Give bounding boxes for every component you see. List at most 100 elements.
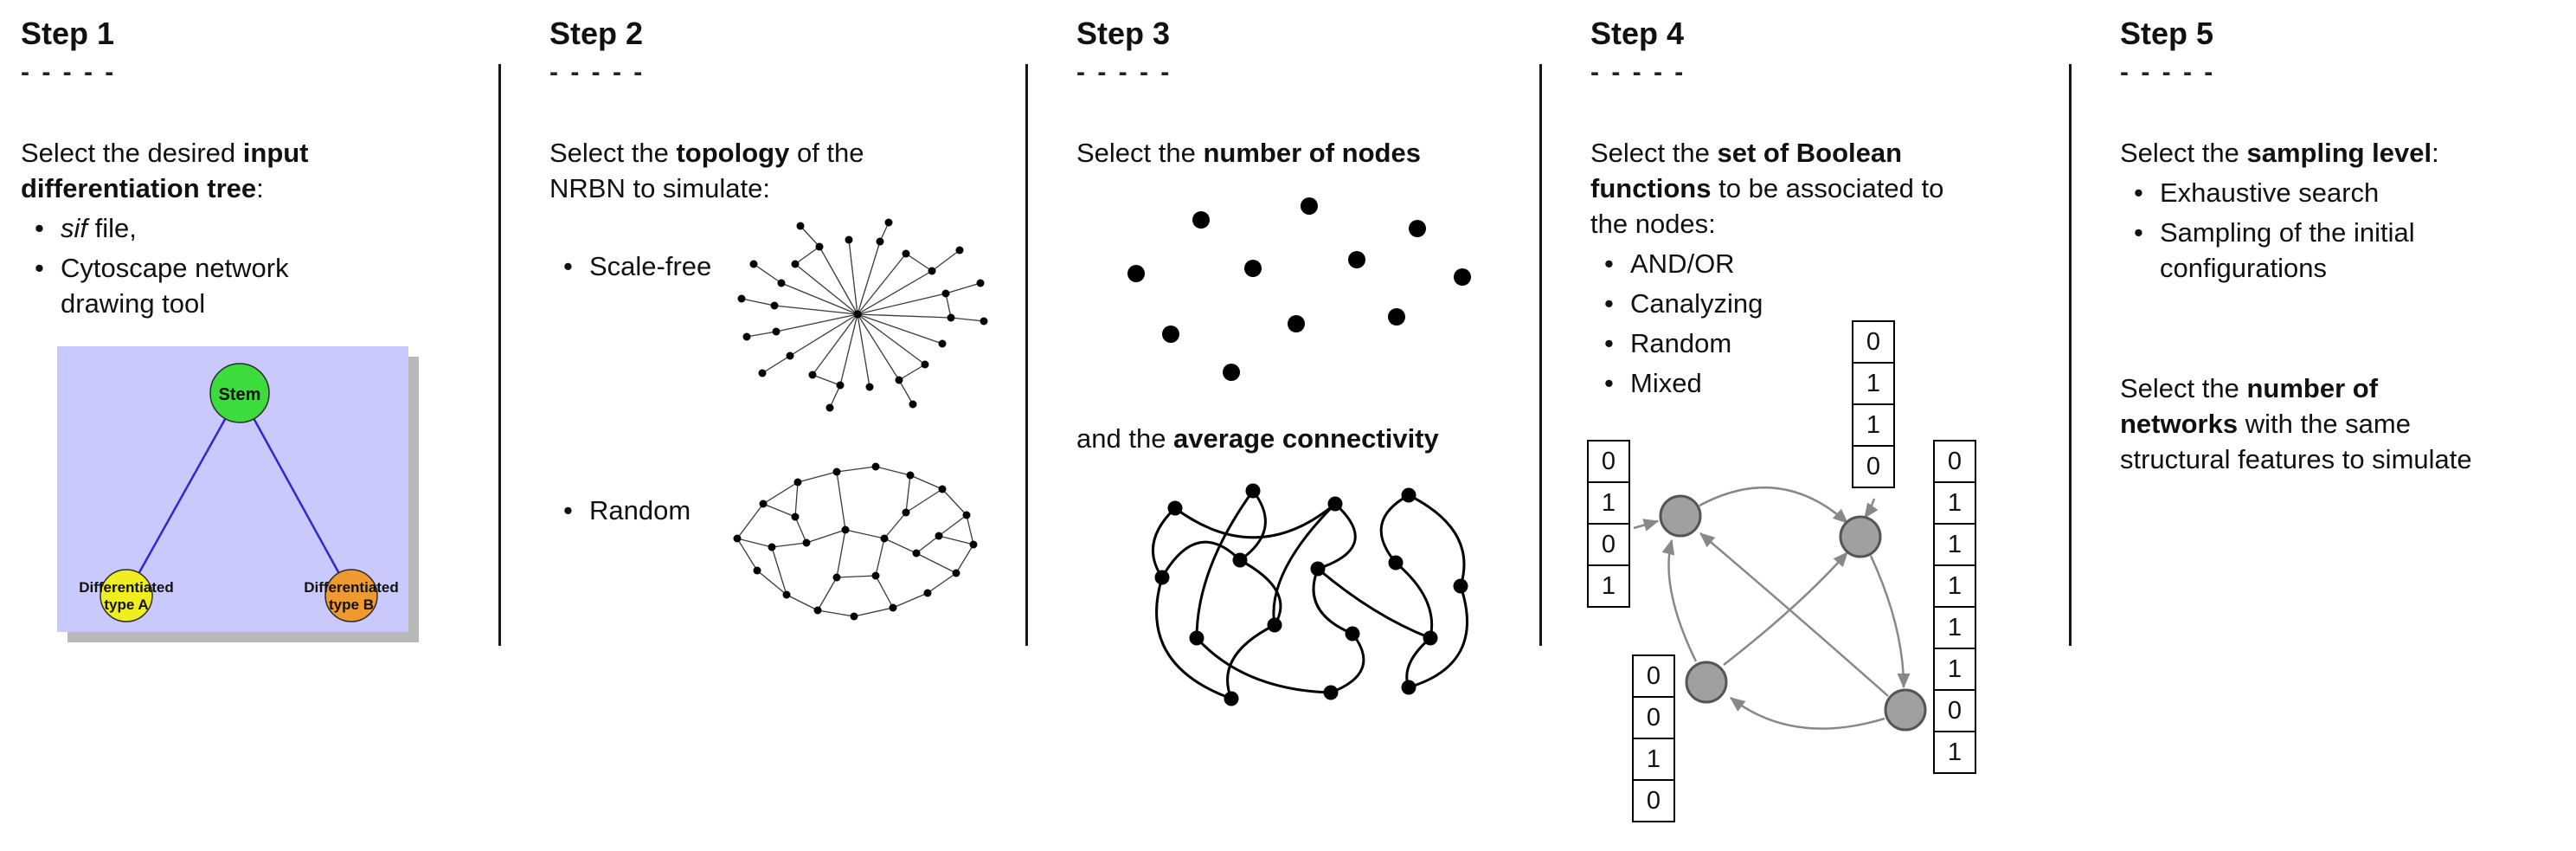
bullet-sampling-initial-label: Sampling of the initial configurations <box>2160 217 2415 284</box>
type-a-label-line2: type A <box>104 596 148 613</box>
truth-table-cell: 0 <box>1933 689 1976 732</box>
network-edges <box>1633 486 1911 730</box>
truth-table-cell: 1 <box>1933 606 1976 649</box>
step-2-intro: Select the topology of the NRBN to simul… <box>549 138 864 204</box>
step-5-second: Select the number of networks with the s… <box>2120 373 2472 474</box>
step-5-bullets: • Exhaustive search • Sampling of the in… <box>2120 176 2554 287</box>
truth-table-cell: 1 <box>1933 564 1976 608</box>
bullet-cytoscape: • Cytoscape network drawing tool <box>21 251 476 322</box>
connectivity-network-illustration <box>1115 469 1517 742</box>
tree-edge-right <box>238 392 353 596</box>
stem-label: Stem <box>219 385 261 404</box>
step-5-dashes: - - - - - <box>2120 58 2216 87</box>
step-5-intro: Select the sampling level: <box>2120 138 2439 169</box>
step-2-dashes: - - - - - <box>549 58 646 87</box>
step-1-dashes: - - - - - <box>21 58 117 87</box>
scale-free-row: • Scale-free <box>549 217 1003 427</box>
differentiated-type-b-node <box>324 569 378 622</box>
truth-table-cell: 1 <box>1933 731 1976 774</box>
truth-table-cell: 0 <box>1852 445 1895 488</box>
bullet-and-or-label: AND/OR <box>1630 248 1735 280</box>
differentiation-tree-illustration: Stem Differentiated type A Differentiate… <box>57 345 476 655</box>
nodes-scatter-illustration <box>1089 194 1517 397</box>
bullet-scale-free: • Scale-free <box>549 249 711 285</box>
random-row: • Random <box>549 432 1003 654</box>
gene-node-3 <box>1685 661 1728 704</box>
column-divider <box>2069 64 2072 646</box>
bullet-marker: • <box>1604 367 1614 398</box>
tree-edge-left <box>125 392 241 596</box>
bullet-marker: • <box>1604 288 1614 319</box>
gene-node-2 <box>1839 515 1882 558</box>
bullet-mixed: • Mixed <box>1590 366 2046 402</box>
bullet-marker: • <box>1604 248 1614 280</box>
column-divider <box>498 64 501 646</box>
type-a-label-line1: Differentiated <box>79 579 174 596</box>
bullet-sif-file: • sif file, <box>21 211 476 247</box>
step-4-dashes: - - - - - <box>1590 58 1686 87</box>
truth-table-cell: 1 <box>1933 523 1976 566</box>
bullet-and-or: • AND/OR <box>1590 247 2046 282</box>
bullet-marker: • <box>563 495 573 526</box>
step-2-title: Step 2 <box>549 16 644 51</box>
gene-node-1 <box>1659 494 1702 538</box>
bullet-marker: • <box>1604 327 1614 358</box>
truth-table-cell: 0 <box>1587 523 1630 566</box>
gene-node-4 <box>1884 688 1927 732</box>
truth-table-cell: 1 <box>1587 481 1630 525</box>
step-1-title: Step 1 <box>21 16 115 51</box>
bullet-sampling-initial: • Sampling of the initial configurations <box>2120 216 2554 287</box>
step-5-title: Step 5 <box>2120 16 2214 51</box>
step-3-column: Step 3 - - - - - Select the number of no… <box>1028 0 1539 851</box>
truth-table-cell: 1 <box>1632 738 1675 781</box>
type-b-label-line1: Differentiated <box>304 579 399 596</box>
truth-table-cell: 1 <box>1852 403 1895 447</box>
step-1-column: Step 1 - - - - - Select the desired inpu… <box>0 0 498 851</box>
truth-table-cell: 0 <box>1632 696 1675 739</box>
bullet-marker: • <box>2134 177 2143 209</box>
bullet-random: • Random <box>549 493 691 529</box>
bullet-cytoscape-label: Cytoscape network drawing tool <box>61 253 289 319</box>
boolean-network-arrows <box>1633 486 1927 732</box>
bullet-marker: • <box>563 251 573 282</box>
bullet-marker: • <box>35 253 44 284</box>
truth-table-cell: 1 <box>1852 362 1895 405</box>
step-2-column: Step 2 - - - - - Select the topology of … <box>501 0 1025 851</box>
bullet-scale-free-label: Scale-free <box>589 251 712 282</box>
step-4-bullets: • AND/OR • Canalyzing • Random • Mixed <box>1590 247 2046 402</box>
truth-table-cell: 1 <box>1933 648 1976 691</box>
step-3-dashes: - - - - - <box>1076 58 1172 87</box>
bullet-random-functions: • Random <box>1590 326 2046 362</box>
truth-table-cell: 0 <box>1933 440 1976 483</box>
step-3-title: Step 3 <box>1076 16 1171 51</box>
truth-table-cell: 1 <box>1587 564 1630 608</box>
stem-node <box>209 363 270 423</box>
step-4-column: Step 4 - - - - - Select the set of Boole… <box>1542 0 2069 851</box>
bullet-marker: • <box>2134 217 2143 248</box>
step-5-column: Step 5 - - - - - Select the sampling lev… <box>2072 0 2576 851</box>
bullet-canalyzing-label: Canalyzing <box>1630 288 1763 319</box>
scale-free-network-illustration <box>728 217 996 419</box>
network-nodes <box>1659 494 1927 732</box>
step-1-bullets: • sif file, • Cytoscape network drawing … <box>21 211 476 322</box>
truth-table-cell: 1 <box>1933 481 1976 525</box>
type-b-label-line2: type B <box>329 596 374 613</box>
bullet-exhaustive-search: • Exhaustive search <box>2120 176 2554 211</box>
bullet-random-functions-label: Random <box>1630 327 1732 358</box>
bullet-mixed-label: Mixed <box>1630 367 1702 398</box>
step-4-title: Step 4 <box>1590 16 1685 51</box>
differentiated-type-a-node <box>100 569 153 622</box>
step-3-intro: Select the number of nodes <box>1076 138 1421 169</box>
random-network-illustration <box>716 439 1001 651</box>
bullet-marker: • <box>35 213 44 244</box>
bullet-canalyzing: • Canalyzing <box>1590 287 2046 322</box>
truth-table-cell: 0 <box>1587 440 1630 483</box>
bullet-exhaustive-search-label: Exhaustive search <box>2160 177 2380 209</box>
truth-table-cell: 0 <box>1852 320 1895 364</box>
column-divider <box>1539 64 1542 646</box>
